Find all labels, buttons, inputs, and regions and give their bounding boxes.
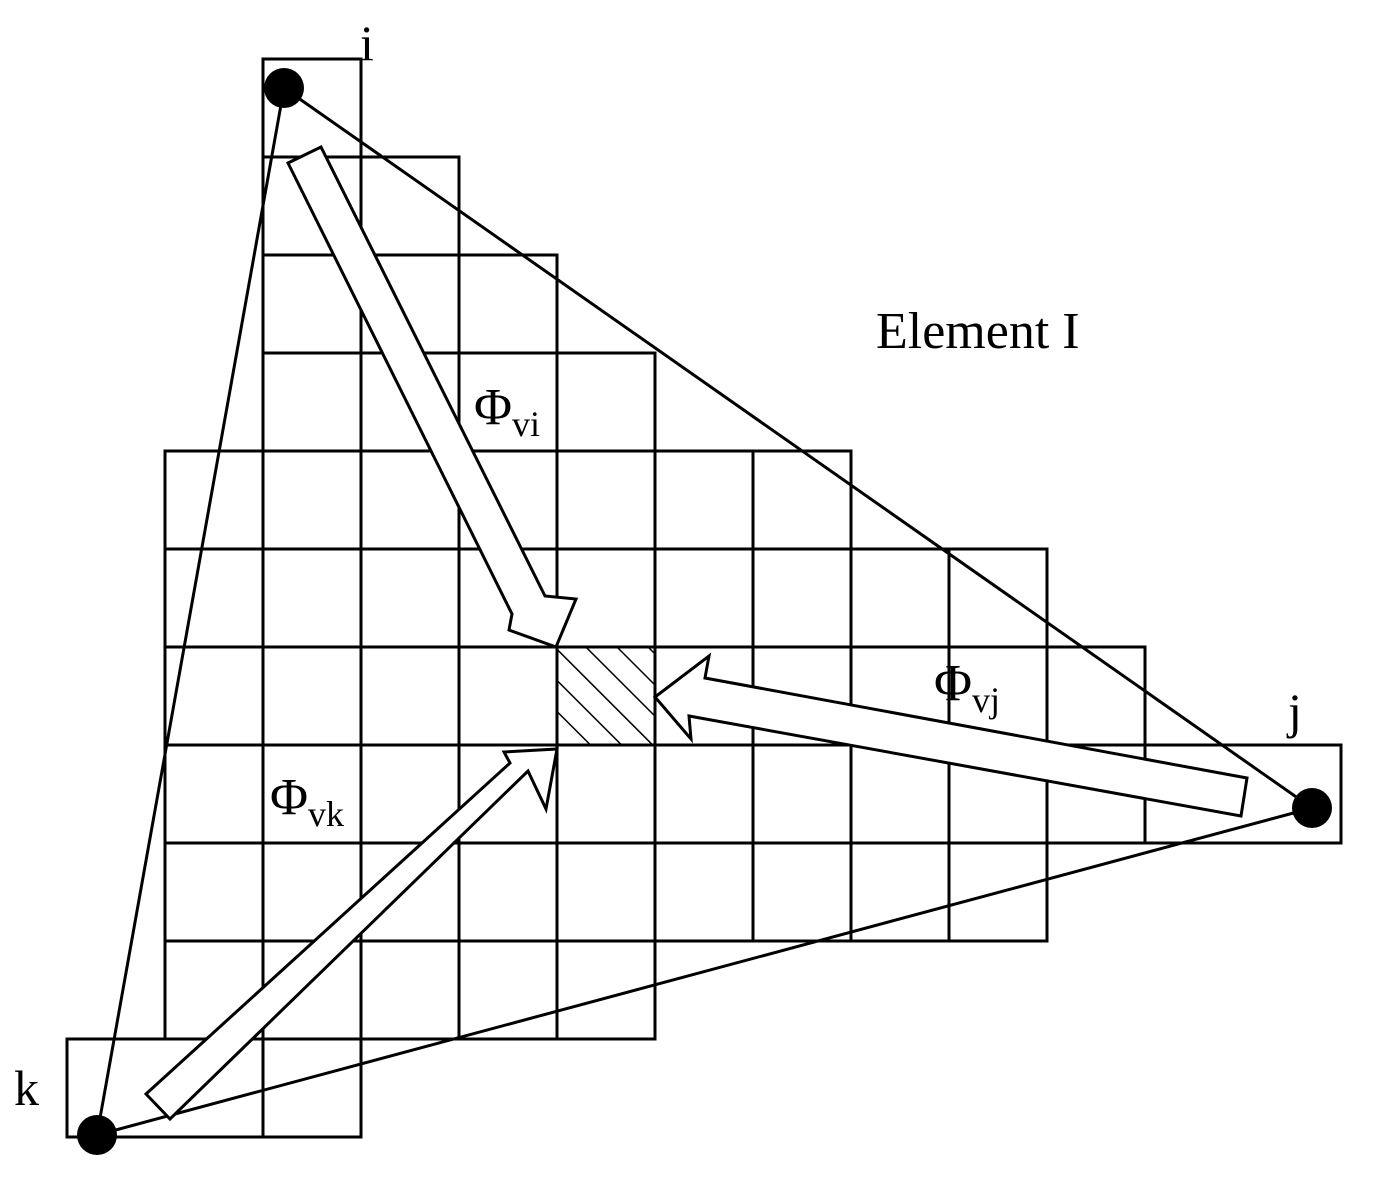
flux-vk-symbol: Φ	[270, 769, 308, 826]
grid-cell	[555, 449, 657, 551]
grid-cell	[653, 547, 755, 649]
grid-cell	[163, 841, 265, 943]
edge-j-k	[96, 806, 1313, 1137]
element-label: Element I	[876, 303, 1080, 360]
grid-cell	[555, 939, 657, 1041]
grid-cell	[261, 547, 363, 649]
grid-cell	[261, 449, 363, 551]
grid-cell	[359, 547, 461, 649]
flux-vj-label: Φvj	[934, 655, 1000, 720]
grid-cell	[457, 841, 559, 943]
grid-cell	[653, 841, 755, 943]
node-j-label: j	[1286, 683, 1302, 739]
grid	[65, 57, 1343, 1139]
edge-i-j	[283, 86, 1313, 810]
flux-vi-label: Φvi	[474, 379, 540, 444]
node-j-dot	[1292, 788, 1332, 828]
flux-vi-symbol: Φ	[474, 379, 512, 436]
node-i-dot	[264, 68, 304, 108]
flux-vk-label: Φvk	[270, 769, 344, 834]
grid-cell	[751, 841, 853, 943]
grid-cell	[359, 939, 461, 1041]
flux-vk-subscript: vk	[308, 794, 344, 834]
node-k-dot	[77, 1115, 117, 1155]
grid-cell	[947, 841, 1049, 943]
grid-cell	[261, 351, 363, 453]
node-i-label: i	[360, 15, 374, 71]
grid-cell	[653, 449, 755, 551]
grid-cell	[163, 449, 265, 551]
edge-k-i	[95, 87, 286, 1136]
grid-cell	[457, 645, 559, 747]
grid-cell	[163, 645, 265, 747]
grid-cell	[555, 743, 657, 845]
flux-vj-symbol: Φ	[934, 655, 972, 712]
grid-cell	[359, 645, 461, 747]
grid-cell	[849, 547, 951, 649]
grid-cell	[555, 841, 657, 943]
grid-cell	[751, 449, 853, 551]
arrow-vj	[652, 652, 1249, 818]
hatched-cell	[555, 645, 657, 747]
node-k-label: k	[14, 1060, 39, 1116]
arrow-vk	[143, 747, 559, 1122]
grid-cell	[163, 547, 265, 649]
flux-vj-subscript: vj	[972, 680, 1000, 720]
grid-cell	[1045, 645, 1147, 747]
arrow-vi	[285, 145, 579, 649]
element-triangle	[95, 86, 1313, 1137]
grid-cell	[849, 841, 951, 943]
grid-cell	[555, 351, 657, 453]
grid-cell	[261, 1037, 363, 1139]
flux-vi-subscript: vi	[512, 404, 540, 444]
grid-cell	[751, 743, 853, 845]
grid-cell	[163, 743, 265, 845]
grid-cell	[751, 547, 853, 649]
grid-cell	[261, 645, 363, 747]
grid-cell	[359, 155, 461, 257]
grid-cell	[653, 743, 755, 845]
